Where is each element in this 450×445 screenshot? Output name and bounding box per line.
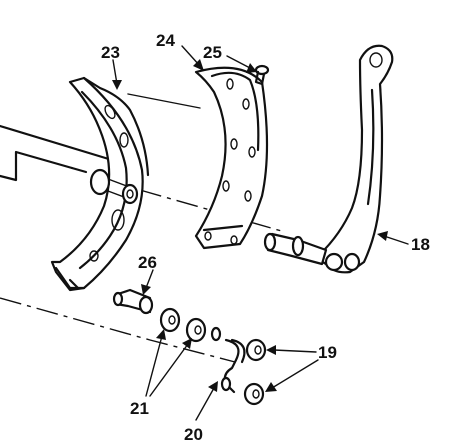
callout-18: 18 bbox=[411, 235, 430, 254]
callout-20: 20 bbox=[184, 425, 203, 444]
brake-shoe-23 bbox=[50, 76, 150, 292]
callout-26: 26 bbox=[138, 253, 157, 272]
leader-lines bbox=[112, 45, 409, 421]
callout-25: 25 bbox=[203, 43, 222, 62]
spring-clip-20 bbox=[220, 338, 246, 394]
callout-19: 19 bbox=[318, 343, 337, 362]
brake-lining-24 bbox=[127, 66, 269, 250]
callout-labels: 23 24 25 26 18 19 21 20 bbox=[101, 31, 430, 444]
axle-housing bbox=[0, 124, 114, 182]
rivet-25 bbox=[254, 64, 270, 86]
anchor-pin-26 bbox=[112, 288, 154, 315]
callout-23: 23 bbox=[101, 43, 120, 62]
retainers-19 bbox=[243, 338, 267, 406]
callout-24: 24 bbox=[156, 31, 175, 50]
callout-21: 21 bbox=[130, 399, 149, 418]
washers-21 bbox=[159, 307, 222, 343]
brake-lever-18 bbox=[263, 44, 394, 274]
